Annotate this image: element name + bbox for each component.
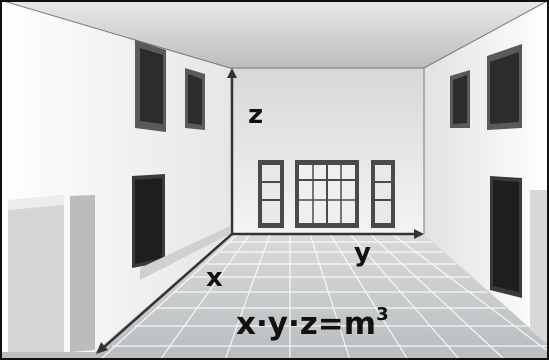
- volume-formula-exponent: 3: [376, 304, 389, 325]
- x-axis-arrow-icon: [96, 342, 108, 354]
- dimension-axes: [96, 68, 424, 354]
- floor-tiles: [99, 234, 549, 360]
- z-axis-label: z: [248, 100, 264, 130]
- x-axis-label: x: [206, 263, 223, 293]
- x-axis-line: [102, 233, 233, 349]
- ceiling: [0, 0, 549, 68]
- room-edges: [0, 0, 549, 234]
- y-axis-label: y: [354, 238, 371, 268]
- left-baseboard: [140, 226, 230, 280]
- volume-formula-expression: x·y·z=m: [236, 306, 377, 342]
- right-upper-windows: [450, 44, 522, 130]
- back-wall-windows: [258, 160, 395, 228]
- y-axis-arrow-icon: [414, 229, 424, 239]
- volume-formula: x·y·z=m3: [236, 304, 389, 342]
- floor: [0, 234, 549, 360]
- z-axis-arrow-icon: [227, 68, 237, 78]
- left-upper-windows: [135, 40, 205, 132]
- left-doors: [8, 174, 165, 352]
- right-doors: [490, 176, 549, 345]
